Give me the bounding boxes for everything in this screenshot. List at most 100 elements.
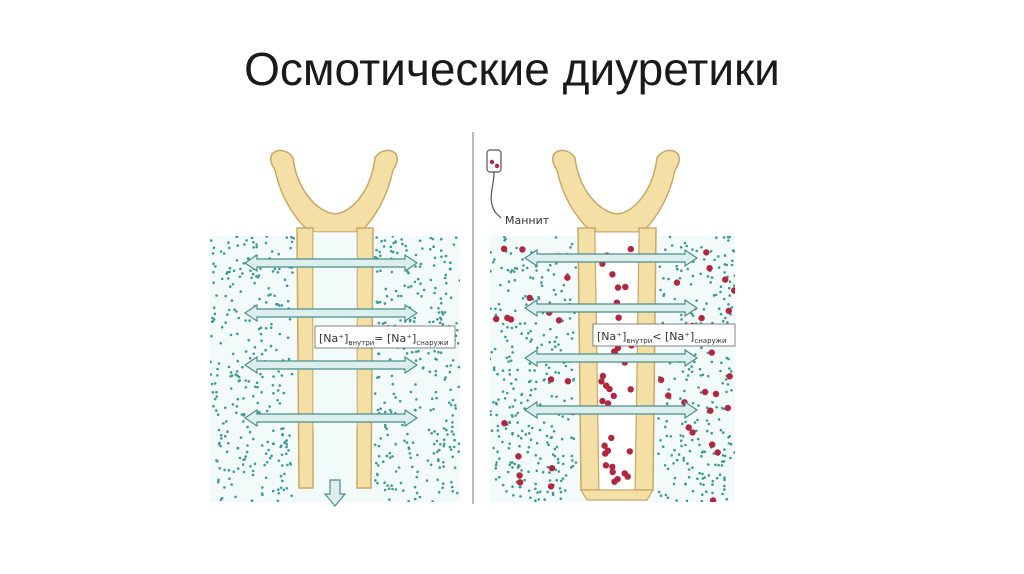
interstitium-particle xyxy=(267,294,270,297)
mannitol-particle xyxy=(493,315,500,323)
interstitium-particle xyxy=(727,357,730,361)
interstitium-particle xyxy=(403,439,406,443)
interstitium-particle xyxy=(261,486,264,489)
interstitium-particle xyxy=(419,357,422,361)
interstitium-particle xyxy=(413,485,417,489)
interstitium-particle xyxy=(235,310,238,313)
interstitium-particle xyxy=(548,301,552,304)
interstitium-particle xyxy=(519,495,522,498)
interstitium-particle xyxy=(272,392,275,395)
interstitium-particle xyxy=(496,424,500,428)
interstitium-particle xyxy=(429,248,432,251)
interstitium-particle xyxy=(679,434,682,437)
interstitium-particle xyxy=(713,258,716,262)
interstitium-particle xyxy=(412,320,416,323)
interstitium-particle xyxy=(266,440,269,444)
mannitol-particle xyxy=(602,462,610,469)
interstitium-particle xyxy=(570,337,574,340)
interstitium-particle xyxy=(442,442,446,446)
interstitium-particle xyxy=(222,422,225,425)
interstitium-particle xyxy=(529,379,532,383)
interstitium-particle xyxy=(288,434,291,437)
interstitium-particle xyxy=(681,422,684,426)
interstitium-particle xyxy=(282,488,285,492)
interstitium-particle xyxy=(375,236,378,239)
interstitium-particle xyxy=(251,469,255,473)
interstitium-particle xyxy=(401,242,404,246)
interstitium-particle xyxy=(574,266,577,269)
interstitium-particle xyxy=(553,447,557,451)
interstitium-particle xyxy=(454,236,458,239)
interstitium-particle xyxy=(443,378,447,381)
interstitium-particle xyxy=(673,297,676,301)
mannitol-particle xyxy=(515,453,522,460)
interstitium-particle xyxy=(258,410,261,414)
interstitium-particle xyxy=(414,497,417,501)
interstitium-particle xyxy=(661,445,665,449)
interstitium-particle xyxy=(709,281,712,284)
interstitium-particle xyxy=(282,427,285,430)
interstitium-particle xyxy=(570,397,573,400)
interstitium-particle xyxy=(415,491,419,495)
interstitium-particle xyxy=(222,252,226,255)
interstitium-particle xyxy=(450,480,453,484)
mannitol-particle xyxy=(724,404,731,412)
interstitium-particle xyxy=(717,463,720,467)
interstitium-particle xyxy=(501,390,505,393)
mannitol-particle xyxy=(614,284,622,291)
interstitium-particle xyxy=(503,397,507,400)
interstitium-particle xyxy=(706,406,709,410)
interstitium-particle xyxy=(430,397,434,401)
interstitium-particle xyxy=(547,443,550,447)
interstitium-particle xyxy=(429,409,433,412)
two-way-arrow-icon xyxy=(243,355,419,375)
interstitium-particle xyxy=(558,487,562,490)
mannitol-particle xyxy=(555,317,563,324)
interstitium-particle xyxy=(373,392,377,395)
interstitium-particle xyxy=(272,375,275,378)
interstitium-particle xyxy=(383,321,387,324)
interstitium-particle xyxy=(375,461,378,465)
interstitium-particle xyxy=(431,237,435,241)
interstitium-particle xyxy=(220,496,224,500)
interstitium-particle xyxy=(699,482,702,486)
interstitium-particle xyxy=(568,317,572,320)
interstitium-particle xyxy=(693,421,697,424)
interstitium-particle xyxy=(546,490,549,494)
interstitium-particle xyxy=(659,494,663,498)
interstitium-particle xyxy=(411,351,414,354)
interstitium-particle xyxy=(691,248,694,251)
interstitium-particle xyxy=(658,265,662,268)
interstitium-particle xyxy=(290,236,293,239)
interstitium-particle xyxy=(550,425,554,428)
interstitium-particle xyxy=(513,278,517,282)
interstitium-particle xyxy=(525,303,528,306)
interstitium-particle xyxy=(557,371,561,375)
interstitium-particle xyxy=(435,439,439,443)
interstitium-particle xyxy=(721,492,724,496)
interstitium-particle xyxy=(376,473,379,477)
interstitium-particle xyxy=(529,340,532,343)
interstitium-particle xyxy=(711,483,714,486)
right-label-sub-in: внутри xyxy=(626,337,652,345)
interstitium-particle xyxy=(429,463,433,467)
interstitium-particle xyxy=(670,454,673,457)
interstitium-particle xyxy=(213,382,217,385)
interstitium-particle xyxy=(505,339,509,343)
mannitol-particle xyxy=(548,465,556,472)
interstitium-particle xyxy=(252,394,255,398)
interstitium-particle xyxy=(214,265,217,268)
interstitium-particle xyxy=(287,357,291,361)
interstitium-particle xyxy=(252,352,256,356)
interstitium-particle xyxy=(226,430,229,434)
mannitol-particle xyxy=(609,468,616,476)
interstitium-particle xyxy=(379,269,382,272)
interstitium-particle xyxy=(212,270,215,274)
interstitium-particle xyxy=(454,334,458,338)
interstitium-particle xyxy=(247,339,250,342)
interstitium-particle xyxy=(516,368,519,372)
interstitium-particle xyxy=(433,291,436,295)
interstitium-particle xyxy=(666,467,670,471)
interstitium-particle xyxy=(411,441,415,445)
interstitium-particle xyxy=(707,463,710,466)
